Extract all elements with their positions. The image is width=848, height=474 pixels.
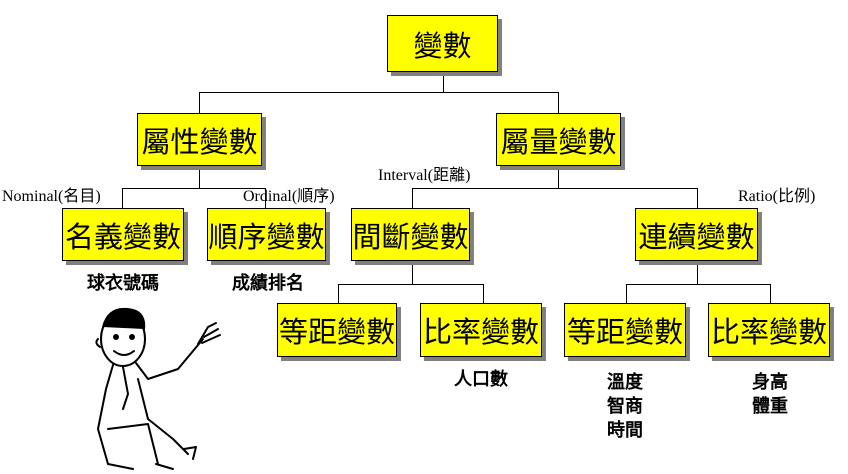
node-discrete: 間斷變數 [351, 208, 470, 261]
cartoon-presenter-illustration [95, 307, 221, 470]
connector [412, 188, 698, 189]
example-discrete-ratio: 人口數 [454, 369, 508, 390]
node-quantitative: 屬量變數 [496, 113, 621, 166]
label-interval: Interval(距離) [378, 167, 471, 184]
connector [697, 261, 698, 284]
connector [443, 72, 444, 92]
example-item: 體重 [752, 396, 788, 417]
connector [770, 284, 771, 303]
example-continuous-interval: 溫度 智商 時間 [565, 371, 685, 443]
label-ordinal: Ordinal(順序) [243, 188, 335, 205]
node-ordinal: 順序變數 [207, 208, 326, 261]
connector [412, 188, 413, 208]
node-variable: 變數 [387, 15, 498, 72]
connector [558, 92, 559, 113]
connector [626, 284, 627, 303]
connector [483, 284, 484, 303]
connector [412, 261, 413, 284]
connector [199, 92, 559, 93]
example-item: 時間 [607, 420, 643, 441]
node-continuous-interval: 等距變數 [564, 303, 686, 357]
example-nominal: 球衣號碼 [87, 273, 159, 294]
connector [558, 166, 559, 188]
example-ordinal: 成績排名 [232, 273, 304, 294]
example-item: 溫度 [607, 372, 643, 393]
connector [338, 284, 484, 285]
node-discrete-ratio: 比率變數 [420, 303, 542, 357]
node-categorical: 屬性變數 [137, 113, 262, 166]
example-item: 身高 [752, 372, 788, 393]
connector [265, 188, 266, 208]
node-discrete-interval: 等距變數 [277, 303, 397, 357]
connector [338, 284, 339, 303]
connector [199, 166, 200, 188]
node-nominal: 名義變數 [62, 208, 184, 261]
label-nominal: Nominal(名目) [2, 188, 101, 205]
example-continuous-ratio: 身高 體重 [710, 371, 830, 419]
label-ratio: Ratio(比例) [738, 188, 816, 205]
connector [122, 188, 123, 208]
example-item: 智商 [607, 396, 643, 417]
connector [122, 188, 266, 189]
node-continuous-ratio: 比率變數 [708, 303, 830, 357]
connector [697, 188, 698, 208]
connector [626, 284, 771, 285]
connector [199, 92, 200, 113]
node-continuous: 連續變數 [635, 208, 758, 261]
